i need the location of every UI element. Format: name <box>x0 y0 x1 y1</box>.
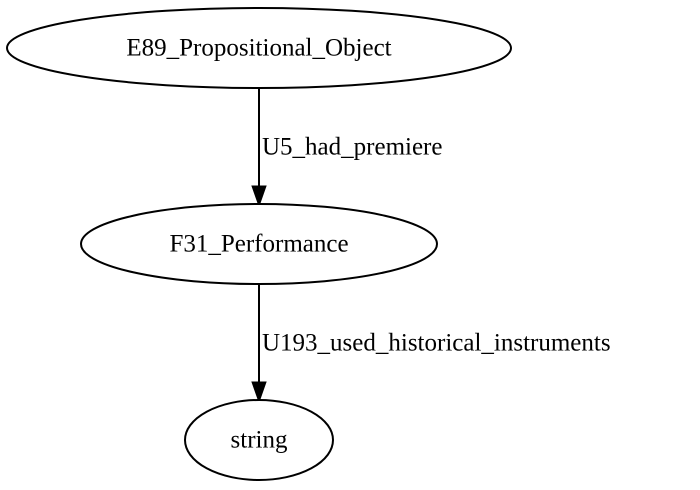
node-f31-performance: F31_Performance <box>80 203 438 285</box>
node-f31-label: F31_Performance <box>169 231 348 258</box>
node-string: string <box>184 399 334 481</box>
edge-u5-had-premiere: U5_had_premiere <box>251 88 442 208</box>
node-string-ellipse <box>184 399 334 481</box>
edge-u5-label: U5_had_premiere <box>262 134 442 161</box>
node-e89-propositional-object: E89_Propositional_Object <box>6 7 512 89</box>
edge-u5-arrowhead <box>251 185 267 208</box>
edge-u193-arrowhead <box>251 381 267 404</box>
edge-u193-used-historical-instruments: U193_used_historical_instruments <box>251 284 611 404</box>
node-string-label: string <box>231 427 288 454</box>
edge-u193-label: U193_used_historical_instruments <box>262 330 611 357</box>
node-e89-label: E89_Propositional_Object <box>126 35 391 62</box>
